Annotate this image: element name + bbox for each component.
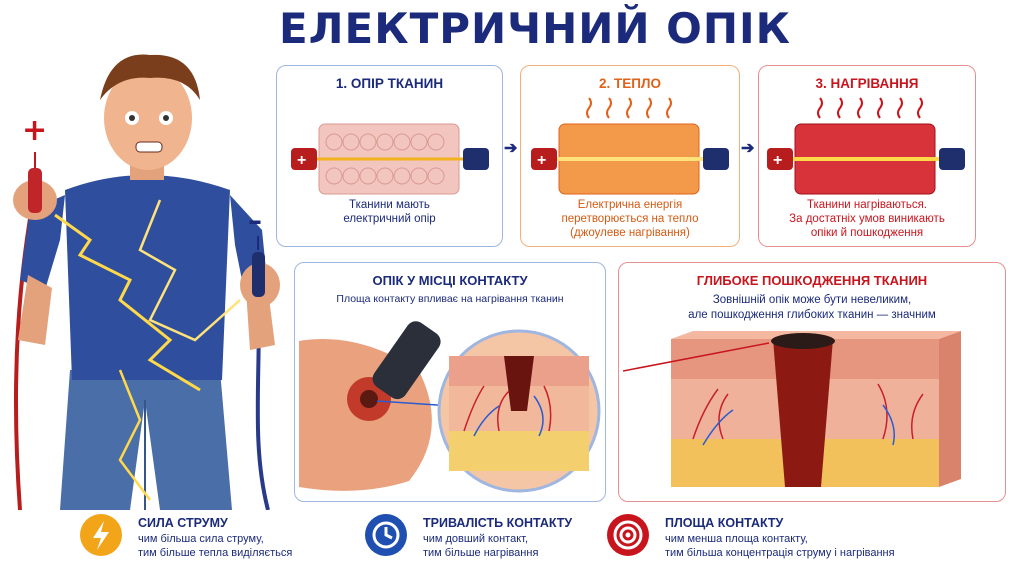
step-text-1: Електрична енергія bbox=[577, 199, 683, 211]
factor-text-1: чим менша площа контакту, bbox=[665, 533, 808, 545]
step-text-2: електричний опір bbox=[343, 213, 436, 225]
page-title: ЕЛЕКТРИЧНИЙ ОПІК bbox=[278, 4, 791, 53]
tissue-block-illustration: + bbox=[291, 123, 489, 195]
step-text-2: перетворюється на тепло bbox=[561, 213, 699, 225]
step-heading: 3. НАГРІВАННЯ bbox=[815, 76, 919, 91]
panel-heading: ОПІК У МІСЦІ КОНТАКТУ bbox=[372, 273, 528, 288]
factor-text-2: тим більше тепла виділяється bbox=[138, 547, 293, 559]
svg-text:+: + bbox=[773, 152, 782, 169]
deep-tissue-illustration bbox=[623, 331, 961, 487]
panel-heading: ГЛИБОКЕ ПОШКОДЖЕННЯ ТКАНИН bbox=[696, 273, 928, 288]
svg-text:+: + bbox=[537, 152, 546, 169]
factor-heading: СИЛА СТРУМУ bbox=[138, 516, 228, 530]
lightning-icon bbox=[80, 514, 122, 556]
step-tissue-resistance: 1. ОПІР ТКАНИН + Тканини мають електричн… bbox=[276, 65, 503, 247]
minus-sign: – bbox=[248, 204, 262, 237]
step-text-1: Тканини нагріваються. bbox=[806, 199, 927, 211]
arrow-right-icon: ➔ bbox=[504, 140, 518, 157]
step-heating: 3. НАГРІВАННЯ + Тканини нагріваються. За… bbox=[758, 65, 976, 247]
heated-tissue-illustration: + bbox=[531, 97, 729, 195]
step-text-2: За достатніх умов виникають bbox=[789, 213, 945, 225]
step-heading: 2. ТЕПЛО bbox=[599, 76, 661, 91]
step-heading: 1. ОПІР ТКАНИН bbox=[335, 76, 444, 91]
shocked-person-illustration: + – bbox=[0, 40, 290, 511]
factor-text-1: чим довший контакт, bbox=[423, 533, 529, 545]
contact-burn-illustration bbox=[299, 321, 601, 493]
factor-text-2: тим більша концентрація струму і нагріва… bbox=[665, 547, 895, 559]
panel-text-2: але пошкодження глибоких тканин — значни… bbox=[688, 309, 936, 321]
arrow-right-icon: ➔ bbox=[741, 140, 755, 157]
panel-subtitle: Площа контакту впливає на нагрівання тка… bbox=[336, 293, 564, 305]
step-text-1: Тканини мають bbox=[349, 199, 430, 211]
clock-icon bbox=[365, 514, 407, 556]
plus-sign: + bbox=[22, 113, 47, 148]
factor-heading: ПЛОЩА КОНТАКТУ bbox=[665, 516, 784, 530]
step-text-3: (джоулеве нагрівання) bbox=[570, 227, 690, 239]
factor-text-1: чим більша сила струму, bbox=[138, 533, 264, 545]
deep-damage-panel: ГЛИБОКЕ ПОШКОДЖЕННЯ ТКАНИН Зовнішній опі… bbox=[618, 262, 1006, 502]
factor-heading: ТРИВАЛІСТЬ КОНТАКТУ bbox=[423, 516, 573, 530]
panel-text-1: Зовнішній опік може бути невеликим, bbox=[712, 294, 912, 306]
hot-tissue-illustration: + bbox=[767, 97, 965, 195]
target-icon bbox=[607, 514, 649, 556]
step-text-3: опіки й пошкодження bbox=[810, 227, 924, 239]
step-heat: 2. ТЕПЛО + Електрична енергія перетворює… bbox=[520, 65, 740, 247]
svg-text:+: + bbox=[297, 152, 306, 169]
contact-burn-panel: ОПІК У МІСЦІ КОНТАКТУ Площа контакту впл… bbox=[294, 262, 606, 502]
factor-text-2: тим більше нагрівання bbox=[423, 547, 539, 559]
